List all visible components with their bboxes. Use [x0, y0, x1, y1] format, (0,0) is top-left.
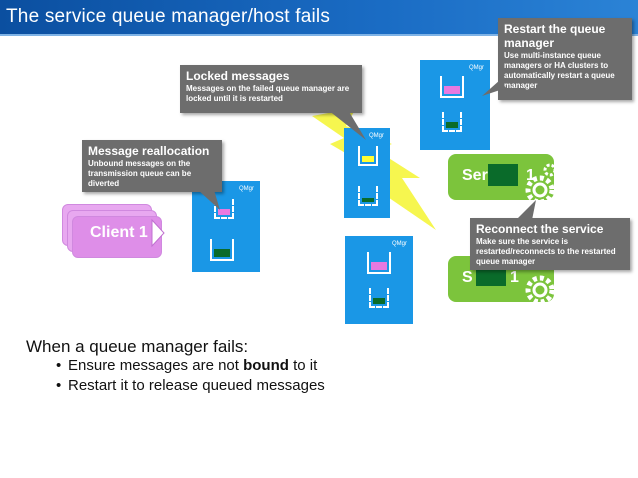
service-bottom-number: 1	[510, 269, 519, 286]
callout-reconnect-body: Make sure the service is restarted/recon…	[476, 237, 616, 266]
qmgr-label: QMgr	[239, 186, 254, 192]
callout-realloc-heading: Message reallocation	[88, 144, 210, 158]
callout-locked: Locked messages Messages on the failed q…	[180, 65, 362, 113]
qmgr-box-alternate: QMgr	[345, 236, 413, 324]
client-label: Client 1	[90, 224, 148, 241]
callout-locked-body: Messages on the failed queue manager are…	[186, 84, 350, 103]
service-top-queue-block	[488, 164, 518, 186]
bullet-1-post: to it	[288, 357, 318, 374]
restarted-queue-dashed	[442, 112, 462, 132]
callout-reconnect-heading: Reconnect the service	[476, 222, 604, 236]
gear-icon-small	[543, 163, 557, 177]
failed-queue-dashed	[358, 186, 378, 206]
client-card-front[interactable]	[72, 216, 162, 258]
bullet-1: •Ensure messages are not bound to it	[56, 357, 318, 374]
bullet-2: •Restart it to release queued messages	[56, 377, 325, 394]
callout-restart-heading: Restart the queue manager	[504, 22, 606, 50]
qmgr-box-client: QMgr	[192, 181, 260, 272]
qmgr-label-failed: QMgr	[369, 133, 384, 139]
alternate-queue-dashed	[369, 288, 389, 308]
callout-reconnect: Reconnect the service Make sure the serv…	[470, 218, 630, 270]
gear-icon	[525, 175, 555, 205]
callout-restart-body: Use multi-instance queue managers or HA …	[504, 51, 615, 90]
bullet-1-pre: Ensure messages are not	[68, 357, 244, 374]
service-top-label: Ser	[462, 167, 488, 184]
qmgr-box-restarted: QMgr	[420, 60, 490, 150]
callout-realloc-pointer	[198, 190, 220, 210]
callout-realloc-body: Unbound messages on the transmission que…	[88, 159, 192, 188]
transmission-queue	[214, 199, 234, 219]
gear-icon-bottom	[525, 275, 555, 305]
qmgr-label-alternate: QMgr	[392, 241, 407, 247]
callout-restart: Restart the queue manager Use multi-inst…	[498, 18, 632, 100]
callout-locked-heading: Locked messages	[186, 69, 290, 83]
service-top-number: 1	[526, 167, 535, 184]
lead-text: When a queue manager fails:	[26, 337, 249, 356]
qmgr-box-failed: QMgr	[344, 128, 390, 218]
restarted-queue	[440, 76, 464, 98]
client-arrow-icon	[151, 218, 165, 248]
bullet-1-bold: bound	[243, 357, 289, 374]
bullet-2-text: Restart it to release queued messages	[68, 377, 325, 394]
local-queue	[210, 239, 234, 261]
callout-realloc: Message reallocation Unbound messages on…	[82, 140, 222, 192]
qmgr-label-restarted: QMgr	[469, 65, 484, 71]
alternate-queue	[367, 252, 391, 274]
service-bottom-label: S	[462, 269, 473, 286]
callout-locked-pointer	[328, 110, 366, 140]
callout-reconnect-pointer	[516, 200, 536, 220]
failed-queue-locked	[358, 146, 378, 166]
callout-restart-pointer	[482, 80, 506, 96]
page-title: The service queue manager/host fails	[6, 6, 331, 27]
title-underline	[0, 34, 638, 36]
